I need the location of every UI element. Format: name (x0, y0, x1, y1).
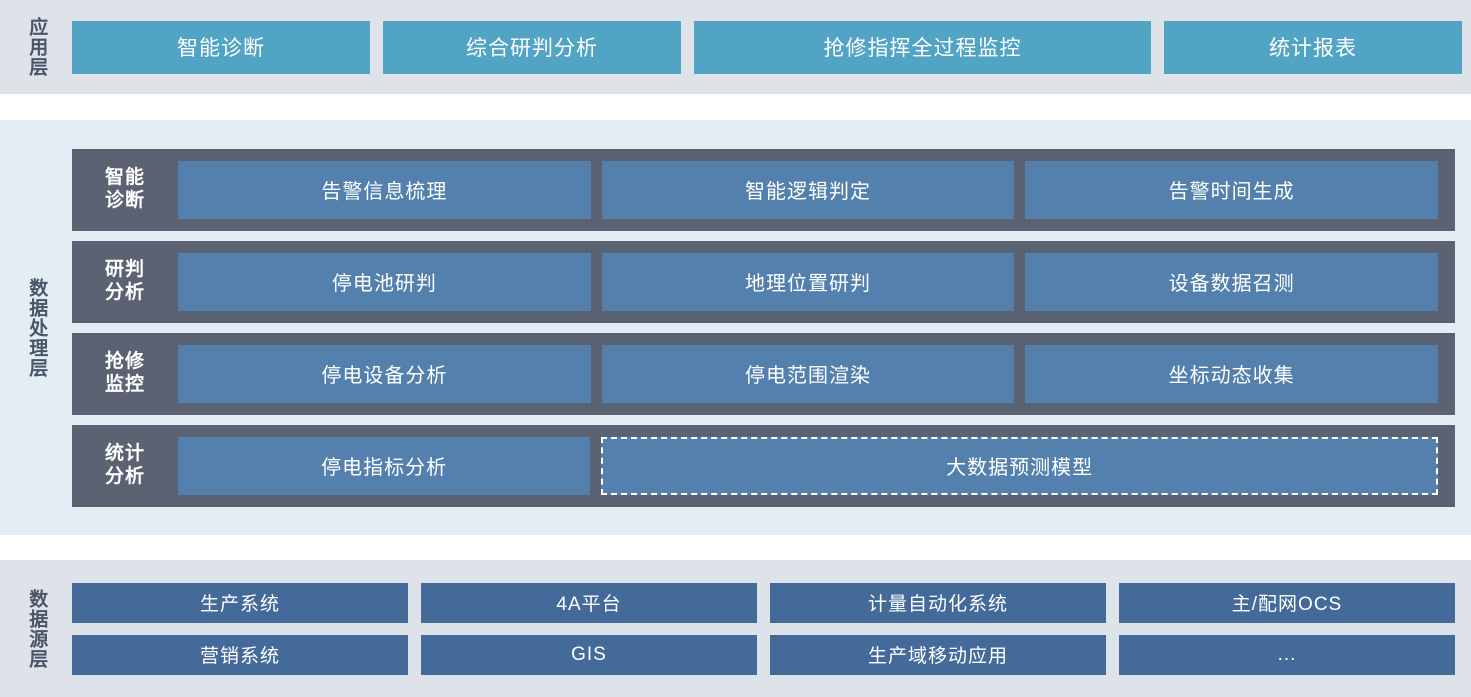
data-source-row-2: 营销系统 GIS 生产域移动应用 ... (72, 634, 1455, 675)
proc-row-label-repair-monitoring: 抢修 监控 (104, 350, 145, 395)
proc-cell-device-data-retrieval[interactable]: 设备数据召测 (1025, 252, 1439, 311)
src-box-production-mobile-app[interactable]: 生产域移动应用 (770, 634, 1106, 675)
data-source-layer: 数据源层 生产系统 4A平台 计量自动化系统 主/配网OCS 营销系统 GIS … (0, 560, 1471, 697)
app-box-statistics-report[interactable]: 统计报表 (1164, 20, 1462, 74)
proc-cells-intelligent-diagnosis: 告警信息梳理 智能逻辑判定 告警时间生成 (178, 160, 1455, 219)
data-processing-layer-label: 数据处理层 (26, 277, 48, 378)
src-box-marketing-system[interactable]: 营销系统 (72, 634, 408, 675)
band-gap-lower (0, 535, 1471, 560)
application-layer-boxes: 智能诊断 综合研判分析 抢修指挥全过程监控 统计报表 (72, 0, 1471, 94)
data-source-row-1: 生产系统 4A平台 计量自动化系统 主/配网OCS (72, 582, 1455, 623)
data-source-layer-label: 数据源层 (26, 588, 48, 669)
application-layer: 应用层 智能诊断 综合研判分析 抢修指挥全过程监控 统计报表 (0, 0, 1471, 94)
proc-row-label-intelligent-diagnosis: 智能 诊断 (104, 166, 145, 211)
proc-cell-big-data-prediction-model[interactable]: 大数据预测模型 (601, 436, 1438, 495)
proc-row-repair-monitoring: 抢修 监控 停电设备分析 停电范围渲染 坐标动态收集 (72, 332, 1455, 415)
proc-cell-outage-index-analysis[interactable]: 停电指标分析 (178, 436, 591, 495)
src-box-production-system[interactable]: 生产系统 (72, 582, 408, 623)
app-box-comprehensive-analysis[interactable]: 综合研判分析 (383, 20, 681, 74)
proc-row-label-statistical-analysis: 统计 分析 (104, 442, 145, 487)
proc-cell-alarm-info-sorting[interactable]: 告警信息梳理 (178, 160, 591, 219)
proc-cells-repair-monitoring: 停电设备分析 停电范围渲染 坐标动态收集 (178, 344, 1455, 403)
proc-row-label-judgment-analysis: 研判 分析 (104, 258, 145, 303)
application-layer-label: 应用层 (26, 17, 48, 77)
proc-row-judgment-analysis: 研判 分析 停电池研判 地理位置研判 设备数据召测 (72, 240, 1455, 323)
proc-row-intelligent-diagnosis: 智能 诊断 告警信息梳理 智能逻辑判定 告警时间生成 (72, 148, 1455, 231)
band-gap-upper (0, 94, 1471, 120)
app-box-intelligent-diagnosis[interactable]: 智能诊断 (72, 20, 370, 74)
data-source-grid: 生产系统 4A平台 计量自动化系统 主/配网OCS 营销系统 GIS 生产域移动… (72, 560, 1471, 697)
proc-cell-outage-device-analysis[interactable]: 停电设备分析 (178, 344, 591, 403)
proc-cell-outage-scope-rendering[interactable]: 停电范围渲染 (601, 344, 1015, 403)
src-box-4a-platform[interactable]: 4A平台 (421, 582, 757, 623)
proc-cell-intelligent-logic-determination[interactable]: 智能逻辑判定 (601, 160, 1015, 219)
proc-cells-statistical-analysis: 停电指标分析 大数据预测模型 (178, 436, 1455, 495)
proc-cell-alarm-time-generation[interactable]: 告警时间生成 (1025, 160, 1439, 219)
proc-cell-coordinate-dynamic-collection[interactable]: 坐标动态收集 (1025, 344, 1439, 403)
src-box-metering-automation-system[interactable]: 计量自动化系统 (770, 582, 1106, 623)
proc-cell-outage-pool-judgment[interactable]: 停电池研判 (178, 252, 591, 311)
src-box-gis[interactable]: GIS (421, 634, 757, 675)
proc-cell-geographic-location-judgment[interactable]: 地理位置研判 (601, 252, 1015, 311)
proc-row-statistical-analysis: 统计 分析 停电指标分析 大数据预测模型 (72, 424, 1455, 507)
app-box-repair-monitoring[interactable]: 抢修指挥全过程监控 (694, 20, 1151, 74)
data-processing-layer: 数据处理层 智能 诊断 告警信息梳理 智能逻辑判定 告警时间生成 研判 分析 停… (0, 120, 1471, 535)
src-box-main-distribution-ocs[interactable]: 主/配网OCS (1119, 582, 1455, 623)
data-processing-rows: 智能 诊断 告警信息梳理 智能逻辑判定 告警时间生成 研判 分析 停电池研判 地… (72, 120, 1471, 535)
proc-cells-judgment-analysis: 停电池研判 地理位置研判 设备数据召测 (178, 252, 1455, 311)
src-box-more[interactable]: ... (1119, 634, 1455, 675)
